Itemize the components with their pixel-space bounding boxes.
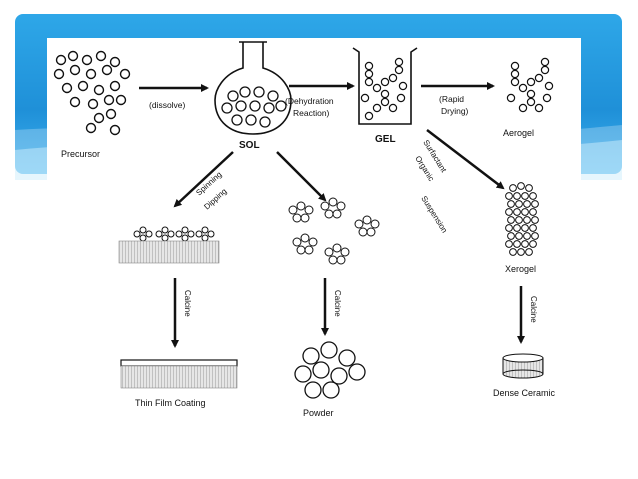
powder-clusters bbox=[288, 197, 380, 265]
powder-spheres bbox=[294, 341, 366, 399]
rapid-drying-label-1: (Rapid bbox=[439, 94, 464, 104]
dehydration-label-2: Reaction) bbox=[293, 108, 330, 118]
aerogel-label: Aerogel bbox=[503, 128, 534, 138]
calcine-label-1: Calcine bbox=[183, 290, 192, 317]
calcine-label-2: Calcine bbox=[333, 290, 342, 317]
film-clusters bbox=[133, 226, 215, 242]
powder-label: Powder bbox=[303, 408, 334, 418]
sol-gel-process-diagram: Precursor (dissolve) SOL (Dehydration Re… bbox=[47, 38, 581, 430]
thin-film-layer bbox=[120, 359, 238, 367]
gel-label: GEL bbox=[375, 134, 396, 145]
sol-flask bbox=[214, 41, 292, 135]
precursor-label: Precursor bbox=[61, 149, 100, 159]
dehydration-label-1: (Dehydration bbox=[285, 96, 334, 106]
gel-beaker bbox=[352, 47, 418, 125]
diagram-canvas: Precursor (dissolve) SOL (Dehydration Re… bbox=[53, 41, 556, 418]
sol-label: SOL bbox=[239, 140, 260, 151]
thin-film-substrate bbox=[120, 365, 238, 389]
xerogel-column bbox=[505, 182, 539, 256]
suspension-label: Suspension bbox=[419, 194, 449, 234]
precursor-particles bbox=[53, 50, 131, 136]
dense-ceramic-cylinder bbox=[502, 353, 544, 379]
thin-film-label: Thin Film Coating bbox=[135, 398, 206, 408]
arrow-sol-to-powder bbox=[276, 151, 327, 202]
aerogel-network bbox=[506, 57, 554, 113]
gel-network bbox=[360, 57, 408, 121]
rapid-drying-label-2: Drying) bbox=[441, 106, 469, 116]
xerogel-label: Xerogel bbox=[505, 264, 536, 274]
sol-particles bbox=[221, 86, 287, 128]
film-substrate bbox=[118, 240, 220, 264]
arrow-gel-to-xerogel bbox=[426, 129, 505, 190]
calcine-label-3: Calcine bbox=[529, 296, 538, 323]
arrow-sol-to-film bbox=[173, 151, 234, 208]
dense-ceramic-label: Dense Ceramic bbox=[493, 388, 556, 398]
dissolve-label: (dissolve) bbox=[149, 100, 186, 110]
